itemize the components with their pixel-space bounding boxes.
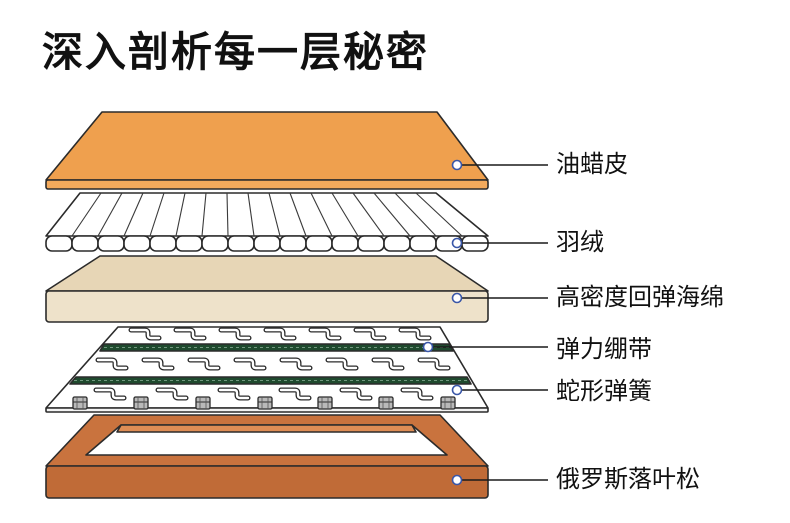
leather-front-face (45, 179, 489, 190)
pointer-dot (451, 159, 463, 171)
spring-clip (133, 396, 149, 410)
label-down-feather: 羽绒 (556, 228, 604, 256)
high-density-foam-layer (45, 255, 489, 323)
page-title: 深入剖析每一层秘密 (42, 28, 429, 76)
leather-top-face (45, 111, 489, 181)
pointer-dot (451, 292, 463, 304)
foam-top-face (45, 255, 489, 292)
foam-front-face (45, 290, 489, 323)
elastic-band-2 (69, 376, 472, 385)
label-serpentine-spring: 蛇形弹簧 (556, 377, 652, 405)
larch-wood-frame-layer (45, 414, 489, 499)
pointer-dot (451, 474, 463, 486)
spring-clip (378, 396, 394, 410)
label-high-density-foam: 高密度回弹海绵 (556, 283, 724, 311)
oil-wax-leather-layer (45, 111, 489, 190)
layer-labels: 油蜡皮 羽绒 高密度回弹海绵 弹力绷带 蛇形弹簧 俄罗斯落叶松 (556, 150, 724, 493)
down-rib-lines (71, 192, 463, 237)
pointer-dot (451, 237, 463, 249)
leader-lines (422, 159, 548, 486)
label-oil-wax-leather: 油蜡皮 (556, 150, 628, 178)
spring-clip (440, 396, 456, 410)
down-top-face (45, 192, 489, 237)
spring-clip (72, 396, 88, 410)
spring-layer (45, 326, 489, 413)
down-feather-layer (45, 192, 489, 252)
spring-clip (195, 396, 211, 410)
down-front-tubes (45, 235, 489, 252)
spring-clip (317, 396, 333, 410)
pointer-dot (422, 341, 434, 353)
elastic-band-1 (99, 343, 454, 352)
pointer-dot (451, 384, 463, 396)
frame-front-face (45, 465, 489, 499)
label-elastic-band: 弹力绷带 (556, 335, 652, 363)
label-larch-wood: 俄罗斯落叶松 (556, 465, 700, 493)
spring-clip (257, 396, 273, 410)
frame-inner-back-wall (116, 424, 417, 433)
